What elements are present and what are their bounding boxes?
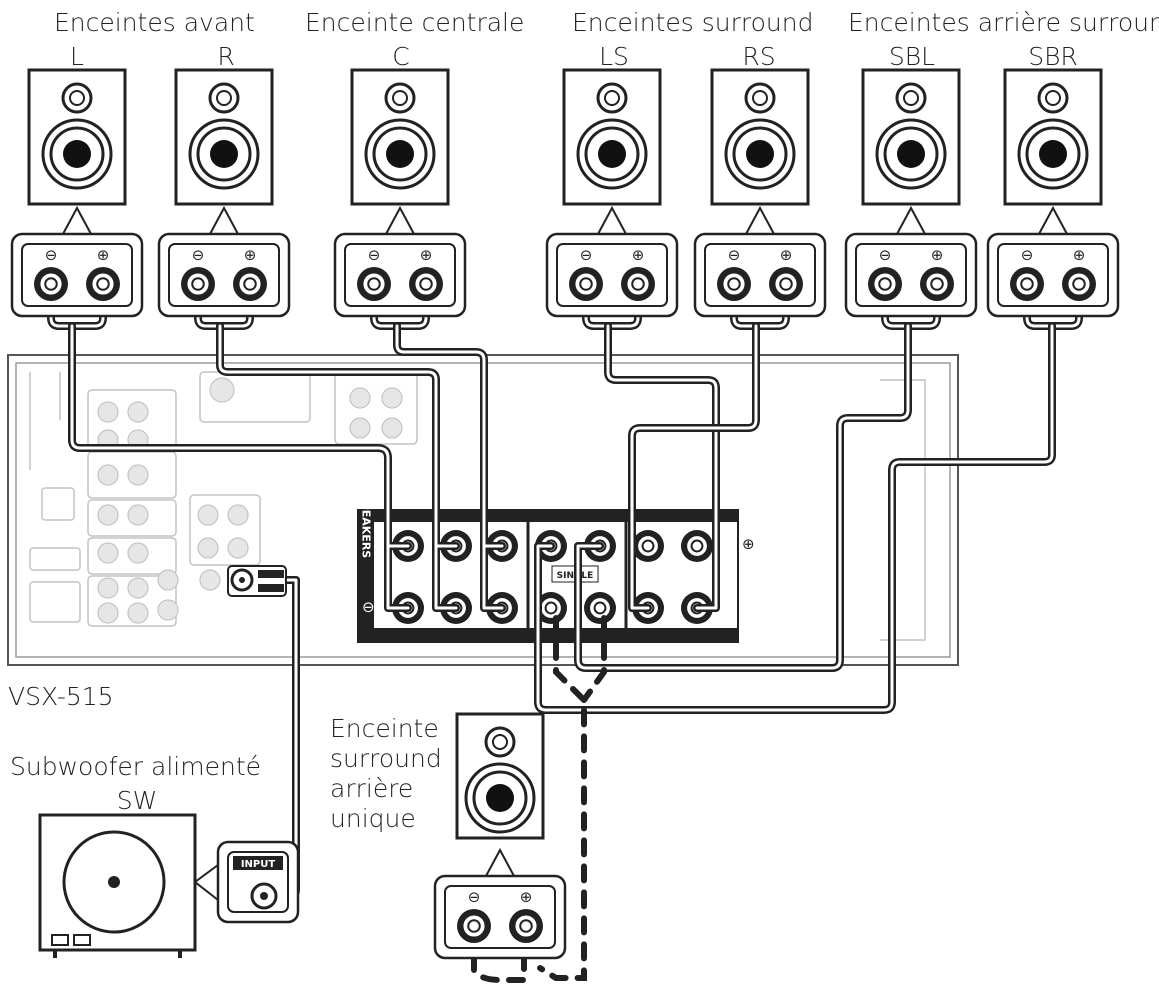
label-channel-LS: LS bbox=[599, 42, 629, 71]
label-single-line3: arrière bbox=[330, 774, 414, 803]
label-channel-C: C bbox=[392, 42, 410, 71]
svg-text:⊕: ⊕ bbox=[244, 246, 257, 264]
label-single-speaker: Enceinte surround arrière unique bbox=[330, 714, 442, 834]
svg-text:⊕: ⊕ bbox=[632, 246, 645, 264]
svg-text:⊖: ⊖ bbox=[468, 888, 481, 906]
label-single-line2: surround bbox=[330, 744, 442, 773]
label-channel-RS: RS bbox=[742, 42, 776, 71]
svg-text:⊕: ⊕ bbox=[931, 246, 944, 264]
panel-post-bottom-5 bbox=[584, 592, 616, 624]
terminal-minus-sb bbox=[457, 909, 491, 943]
cable-center bbox=[393, 322, 506, 612]
terminal-minus-sbr bbox=[1010, 267, 1044, 301]
speaker-terminal-panel: SPEAKERS ⊕ ⊖ SINGLE bbox=[357, 494, 755, 643]
svg-text:⊕: ⊕ bbox=[520, 888, 533, 906]
svg-text:⊖: ⊖ bbox=[368, 246, 381, 264]
svg-text:⊕: ⊕ bbox=[1073, 246, 1086, 264]
speakers-vertical-label: SPEAKERS bbox=[360, 494, 373, 559]
terminal-plus-c bbox=[409, 267, 443, 301]
label-channel-R: R bbox=[217, 42, 235, 71]
speaker-c: ⊖⊕ bbox=[333, 68, 467, 318]
label-receiver-model: VSX-515 bbox=[8, 682, 114, 711]
speaker-sbr: ⊖⊕ bbox=[986, 68, 1120, 318]
panel-minus-symbol: ⊖ bbox=[362, 598, 375, 616]
label-center-speaker: Enceinte centrale bbox=[305, 8, 525, 37]
cable-surround-right bbox=[628, 322, 760, 612]
terminal-minus-r bbox=[181, 267, 215, 301]
terminal-plus-l bbox=[86, 267, 120, 301]
terminal-plus-sbl bbox=[920, 267, 954, 301]
terminal-plus-r bbox=[233, 267, 267, 301]
receiver-rear-panel bbox=[7, 354, 959, 666]
cable-front-right bbox=[216, 322, 460, 612]
subwoofer-input-label: INPUT bbox=[241, 859, 276, 870]
svg-text:⊕: ⊕ bbox=[420, 246, 433, 264]
svg-text:⊖: ⊖ bbox=[45, 246, 58, 264]
subwoofer: INPUT bbox=[38, 813, 300, 958]
speaker-r: ⊖⊕ bbox=[157, 68, 291, 318]
cable-front-left bbox=[68, 322, 412, 612]
terminal-plus-rs bbox=[769, 267, 803, 301]
speaker-l: ⊖⊕ bbox=[10, 68, 144, 318]
label-subwoofer-title: Subwoofer alimenté bbox=[10, 752, 262, 781]
terminal-minus-sbl bbox=[868, 267, 902, 301]
svg-text:⊕: ⊕ bbox=[780, 246, 793, 264]
cable-surround-back-left bbox=[574, 322, 912, 672]
cable-single-dashed-1 bbox=[537, 615, 587, 981]
terminal-minus-ls bbox=[569, 267, 603, 301]
svg-text:⊖: ⊖ bbox=[1021, 246, 1034, 264]
panel-post-top-6 bbox=[632, 530, 664, 562]
label-channel-SBR: SBR bbox=[1028, 42, 1078, 71]
speaker-sb: ⊖⊕ bbox=[433, 712, 567, 960]
speaker-rs: ⊖⊕ bbox=[693, 68, 827, 318]
label-single-line1: Enceinte bbox=[330, 714, 439, 743]
terminal-minus-l bbox=[34, 267, 68, 301]
svg-text:⊖: ⊖ bbox=[879, 246, 892, 264]
svg-text:⊖: ⊖ bbox=[728, 246, 741, 264]
speaker-sbl: ⊖⊕ bbox=[844, 68, 978, 318]
receiver-subwoofer-jack bbox=[227, 565, 287, 597]
label-surround-back-speakers: Enceintes arrière surround bbox=[848, 8, 1159, 37]
cable-stub-l bbox=[47, 280, 107, 330]
terminal-plus-sb bbox=[509, 909, 543, 943]
terminal-minus-rs bbox=[717, 267, 751, 301]
label-single-line4: unique bbox=[330, 804, 416, 833]
cable-surround-back-right bbox=[534, 322, 1056, 714]
svg-text:⊖: ⊖ bbox=[192, 246, 205, 264]
speaker-ls: ⊖⊕ bbox=[545, 68, 679, 318]
terminal-plus-sbr bbox=[1062, 267, 1096, 301]
cable-surround-left bbox=[604, 322, 720, 612]
svg-text:⊖: ⊖ bbox=[580, 246, 593, 264]
label-channel-L: L bbox=[70, 42, 84, 71]
panel-plus-symbol: ⊕ bbox=[742, 535, 755, 553]
speakers: ⊖⊕⊖⊕⊖⊕⊖⊕⊖⊕⊖⊕⊖⊕⊖⊕ bbox=[10, 68, 1120, 960]
cable-single-dashed-3 bbox=[471, 927, 527, 983]
terminal-minus-c bbox=[357, 267, 391, 301]
panel-post-top-7 bbox=[681, 530, 713, 562]
svg-text:⊕: ⊕ bbox=[97, 246, 110, 264]
label-front-speakers: Enceintes avant bbox=[54, 8, 255, 37]
label-channel-SBL: SBL bbox=[888, 42, 936, 71]
label-surround-speakers: Enceintes surround bbox=[572, 8, 814, 37]
label-subwoofer-code: SW bbox=[116, 786, 158, 815]
terminal-plus-ls bbox=[621, 267, 655, 301]
cable-single-dashed-2 bbox=[581, 615, 607, 703]
